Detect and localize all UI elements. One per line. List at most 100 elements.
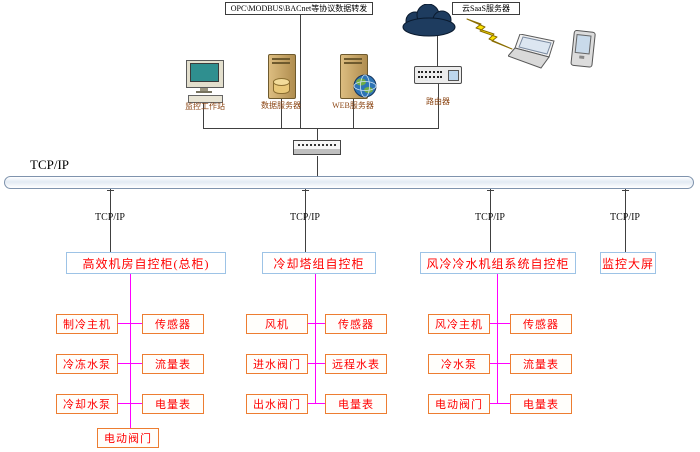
cabinet-machine-room: 高效机房自控柜(总柜) (66, 252, 226, 274)
item-box: 进水阀门 (246, 354, 308, 374)
group1-stub (118, 363, 130, 364)
router-ports (418, 71, 442, 73)
tcpip-bus-pipe (4, 176, 694, 189)
cloud-icon (402, 4, 456, 37)
item-box: 流量表 (142, 354, 204, 374)
phone-screen (574, 34, 592, 55)
keyboard (188, 95, 223, 103)
group3-stub (490, 323, 497, 324)
item-box: 流量表 (510, 354, 572, 374)
data-server-stem-line (281, 97, 282, 128)
phone-button (579, 55, 585, 59)
bus-drop-tick-3 (487, 190, 494, 191)
group1-stub (118, 403, 130, 404)
group1-stub (131, 403, 142, 404)
item-box: 传感器 (510, 314, 572, 334)
drop-label-2: TCP/IP (289, 212, 320, 223)
group2-trunk-line (315, 274, 316, 404)
group3-trunk-line (497, 274, 498, 404)
mobile-device-icon (570, 29, 600, 71)
item-box: 电动阀门 (97, 428, 159, 448)
bus-drop-line-3 (490, 189, 491, 252)
workstation-icon (184, 58, 228, 103)
router-display (448, 70, 459, 81)
database-cylinder-top (273, 78, 290, 86)
item-box: 出水阀门 (246, 394, 308, 414)
item-box: 风机 (246, 314, 308, 334)
lightning-wireless-icon (466, 18, 513, 50)
bus-drop-tick-4 (622, 190, 629, 191)
drop-label-3: TCP/IP (474, 212, 505, 223)
server-slot (344, 58, 362, 60)
router-stem-line (438, 84, 439, 128)
item-box: 远程水表 (325, 354, 387, 374)
drop-label-4: TCP/IP (609, 212, 640, 223)
laptop-icon (508, 34, 555, 69)
server-slot (344, 62, 362, 64)
group1-stub (131, 363, 142, 364)
group2-stub (308, 403, 315, 404)
switch-down-line (317, 156, 318, 177)
item-box: 电量表 (142, 394, 204, 414)
group3-stub (490, 363, 497, 364)
item-box: 电量表 (510, 394, 572, 414)
workstation-label: 监控工作站 (185, 102, 225, 111)
group3-stub (490, 403, 497, 404)
group1-stub (131, 323, 142, 324)
cloud-label-box: 云SaaS服务器 (452, 2, 520, 15)
group2-stub (316, 363, 325, 364)
monitor-stand (200, 88, 208, 91)
bus-label: TCP/IP (30, 157, 70, 172)
cabinet-cooling-tower: 冷却塔组自控柜 (262, 252, 376, 274)
router-ports (418, 76, 442, 78)
item-box: 传感器 (142, 314, 204, 334)
monitor-base (196, 91, 212, 93)
switch-ports (298, 144, 336, 146)
group2-stub (308, 323, 315, 324)
switch-icon (293, 140, 343, 157)
monitor-screen (190, 63, 219, 82)
group2-stub (316, 323, 325, 324)
globe-icon (353, 74, 377, 98)
cabinet-monitor-screen: 监控大屏 (600, 252, 656, 274)
bus-drop-line-2 (305, 189, 306, 252)
item-box: 电动阀门 (428, 394, 490, 414)
bus-drop-tick-1 (107, 190, 114, 191)
workstation-stem-line (203, 100, 204, 128)
group1-trunk-line (130, 274, 131, 429)
router-label: 路由器 (426, 97, 450, 106)
group2-stub (316, 403, 325, 404)
protocol-label: OPC\MODBUS\BACnet等协议数据转发 (230, 4, 368, 13)
bus-drop-line-1 (110, 189, 111, 252)
web-server-label: WEB服务器 (332, 101, 374, 110)
lan-horizontal-line (203, 128, 439, 129)
group3-stub (498, 363, 510, 364)
router-icon (414, 66, 462, 84)
cloud-router-line (437, 31, 438, 66)
switch-front (294, 149, 340, 154)
cabinet-air-cooled-chiller: 风冷冷水机组系统自控柜 (420, 252, 576, 274)
cloud-label: 云SaaS服务器 (462, 4, 510, 13)
server-slot (272, 58, 290, 60)
group3-stub (498, 323, 510, 324)
protocol-drop-line (300, 15, 301, 128)
group3-stub (498, 403, 510, 404)
item-box: 制冷主机 (56, 314, 118, 334)
item-box: 冷水泵 (428, 354, 490, 374)
bus-drop-tick-2 (302, 190, 309, 191)
item-box: 冷冻水泵 (56, 354, 118, 374)
item-box: 风冷主机 (428, 314, 490, 334)
web-server-stem-line (353, 97, 354, 128)
web-server-icon (340, 54, 380, 100)
data-server-label: 数据服务器 (261, 101, 301, 110)
bus-drop-line-4 (625, 189, 626, 252)
data-server-icon (268, 54, 298, 100)
switch-up-line (317, 128, 318, 141)
item-box: 冷却水泵 (56, 394, 118, 414)
protocol-label-box: OPC\MODBUS\BACnet等协议数据转发 (225, 2, 373, 15)
drop-label-1: TCP/IP (94, 212, 125, 223)
server-slot (272, 62, 290, 64)
item-box: 传感器 (325, 314, 387, 334)
item-box: 电量表 (325, 394, 387, 414)
